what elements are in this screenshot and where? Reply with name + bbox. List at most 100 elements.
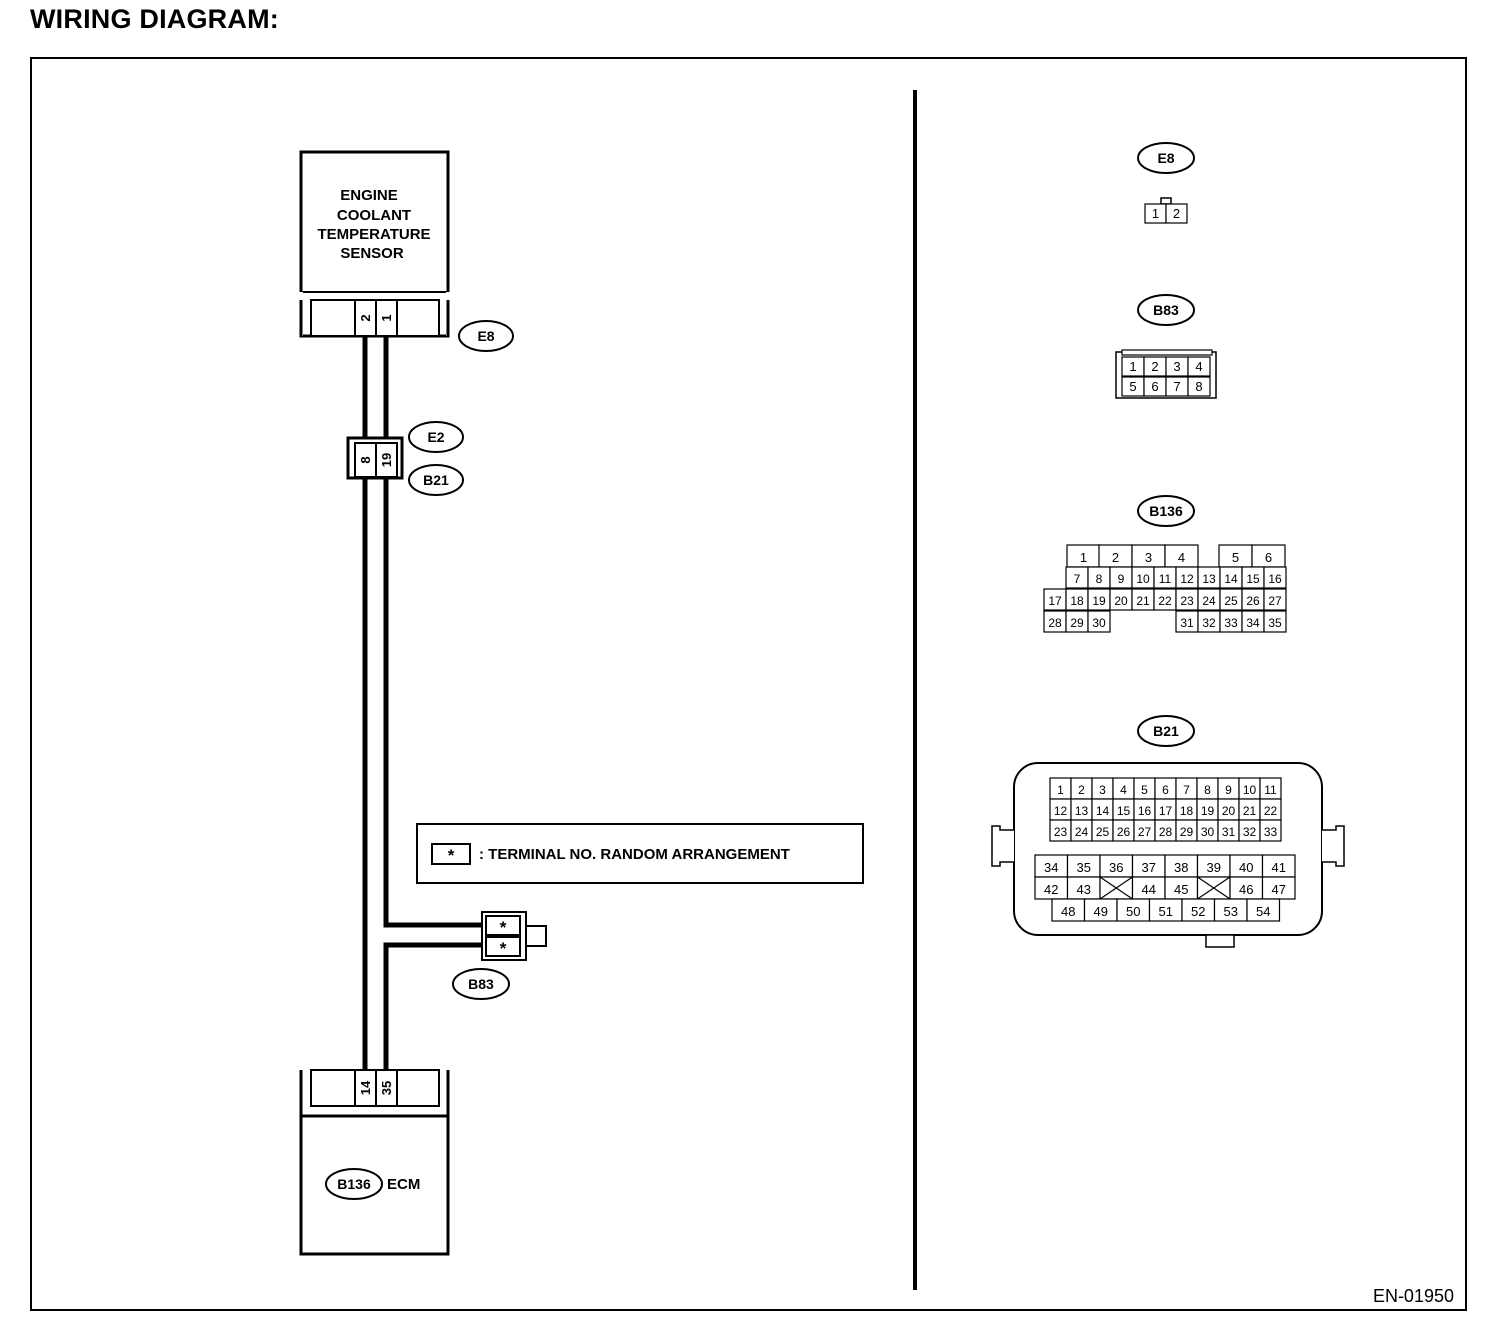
svg-text:B83: B83 [468, 976, 494, 992]
pin-label: 5 [1129, 379, 1136, 394]
ecm-pin-35: 35 [379, 1081, 394, 1095]
sensor-label-line-3: TEMPERATURE [317, 226, 430, 243]
sensor-label-line-2: COOLANT [337, 207, 411, 224]
pin-label: 12 [1054, 804, 1068, 818]
blank-pin-mark [1197, 876, 1231, 900]
pin-cell [1263, 610, 1287, 633]
pin-label: 1 [1057, 783, 1064, 797]
pin-label: 3 [1173, 359, 1180, 374]
pin-label: 37 [1142, 860, 1156, 875]
pin-label: 49 [1094, 904, 1108, 919]
pin-label: 39 [1207, 860, 1221, 875]
pin-label: 8 [1195, 379, 1202, 394]
connector-tag-label: B136 [1149, 503, 1183, 519]
pin-label: 17 [1159, 804, 1173, 818]
pin-label: 12 [1180, 572, 1194, 586]
connector-tag-label: B83 [1153, 302, 1179, 318]
pin-label: 7 [1183, 783, 1190, 797]
pin-label: 43 [1077, 882, 1091, 897]
sensor-label-line-1: ENGINE [340, 187, 398, 204]
pin-label: 23 [1180, 594, 1194, 608]
pin-label: 15 [1117, 804, 1131, 818]
ecm-pin-14: 14 [358, 1080, 373, 1095]
connector-latch [1121, 349, 1213, 356]
pin-label: 35 [1077, 860, 1091, 875]
connector-latch-right [1322, 825, 1345, 867]
pin-label: 26 [1117, 825, 1131, 839]
pin-label: 2 [1112, 550, 1119, 565]
connector-tag-oval [1137, 495, 1195, 527]
connector-tag-label: E8 [1157, 150, 1174, 166]
pin-label: 6 [1162, 783, 1169, 797]
pin-cell [1165, 203, 1188, 224]
legend-symbol: * [448, 846, 455, 865]
ecm-connector-tag: B136 [337, 1176, 371, 1192]
connector-latch [1160, 197, 1172, 205]
pin-label: 10 [1136, 572, 1150, 586]
pin-label: 45 [1174, 882, 1188, 897]
pin-label: 20 [1222, 804, 1236, 818]
inline-pin-19: 19 [379, 453, 394, 467]
pin-label: 44 [1142, 882, 1156, 897]
inline-pin-8: 8 [358, 456, 373, 463]
pin-label: 32 [1243, 825, 1257, 839]
sensor-connector-tag: E8 [458, 320, 514, 352]
pin-label: 9 [1225, 783, 1232, 797]
figure-id: EN-01950 [1373, 1286, 1454, 1306]
pin-label: 28 [1159, 825, 1173, 839]
pin-label: 1 [1080, 550, 1087, 565]
pin-label: 50 [1126, 904, 1140, 919]
pin-cell [1187, 376, 1211, 397]
ecm-label: ECM [387, 1176, 420, 1193]
inline-connector-e2-b21: 8 19 [346, 436, 404, 480]
pin-label: 10 [1243, 783, 1257, 797]
pin-label: 17 [1048, 594, 1062, 608]
pin-label: 21 [1136, 594, 1150, 608]
pin-label: 20 [1114, 594, 1128, 608]
pin-label: 32 [1202, 616, 1216, 630]
pin-label: 1 [1129, 359, 1136, 374]
pin-label: 3 [1145, 550, 1152, 565]
pin-label: 22 [1264, 804, 1278, 818]
pin-label: 3 [1099, 783, 1106, 797]
pin-label: 29 [1070, 616, 1084, 630]
pin-label: 52 [1191, 904, 1205, 919]
pin-label: 13 [1202, 572, 1216, 586]
pin-label: 2 [1151, 359, 1158, 374]
pin-label: 38 [1174, 860, 1188, 875]
pin-label: 27 [1268, 594, 1282, 608]
pin-label: 4 [1195, 359, 1202, 374]
pin-cell [1187, 356, 1211, 377]
joint-connector-b83: * * [481, 911, 547, 961]
connector-tag-oval [1137, 294, 1195, 326]
pin-label: 2 [1173, 206, 1180, 221]
legend-text: : TERMINAL NO. RANDOM ARRANGEMENT [479, 846, 790, 863]
sensor-pin-1: 1 [379, 314, 394, 321]
pin-label: 8 [1096, 572, 1103, 586]
blank-pin-mark [1099, 876, 1133, 900]
pin-label: 5 [1232, 550, 1239, 565]
inline-connector-tag-e2: E2 [408, 421, 464, 453]
pin-label: 33 [1264, 825, 1278, 839]
wire-harness [362, 336, 482, 1070]
pin-label: 7 [1173, 379, 1180, 394]
svg-text:E8: E8 [477, 328, 494, 344]
connector-tag-oval [1137, 715, 1195, 747]
sensor-pin-2: 2 [358, 314, 373, 321]
pin-label: 19 [1092, 594, 1106, 608]
joint-pin-b: * [500, 939, 507, 958]
pin-label: 16 [1268, 572, 1282, 586]
pin-label: 33 [1224, 616, 1238, 630]
pin-label: 27 [1138, 825, 1152, 839]
pin-label: 6 [1151, 379, 1158, 394]
pin-label: 9 [1118, 572, 1125, 586]
pin-label: 4 [1178, 550, 1185, 565]
pin-label: 54 [1256, 904, 1270, 919]
pin-label: 47 [1272, 882, 1286, 897]
pin-label: 26 [1246, 594, 1260, 608]
